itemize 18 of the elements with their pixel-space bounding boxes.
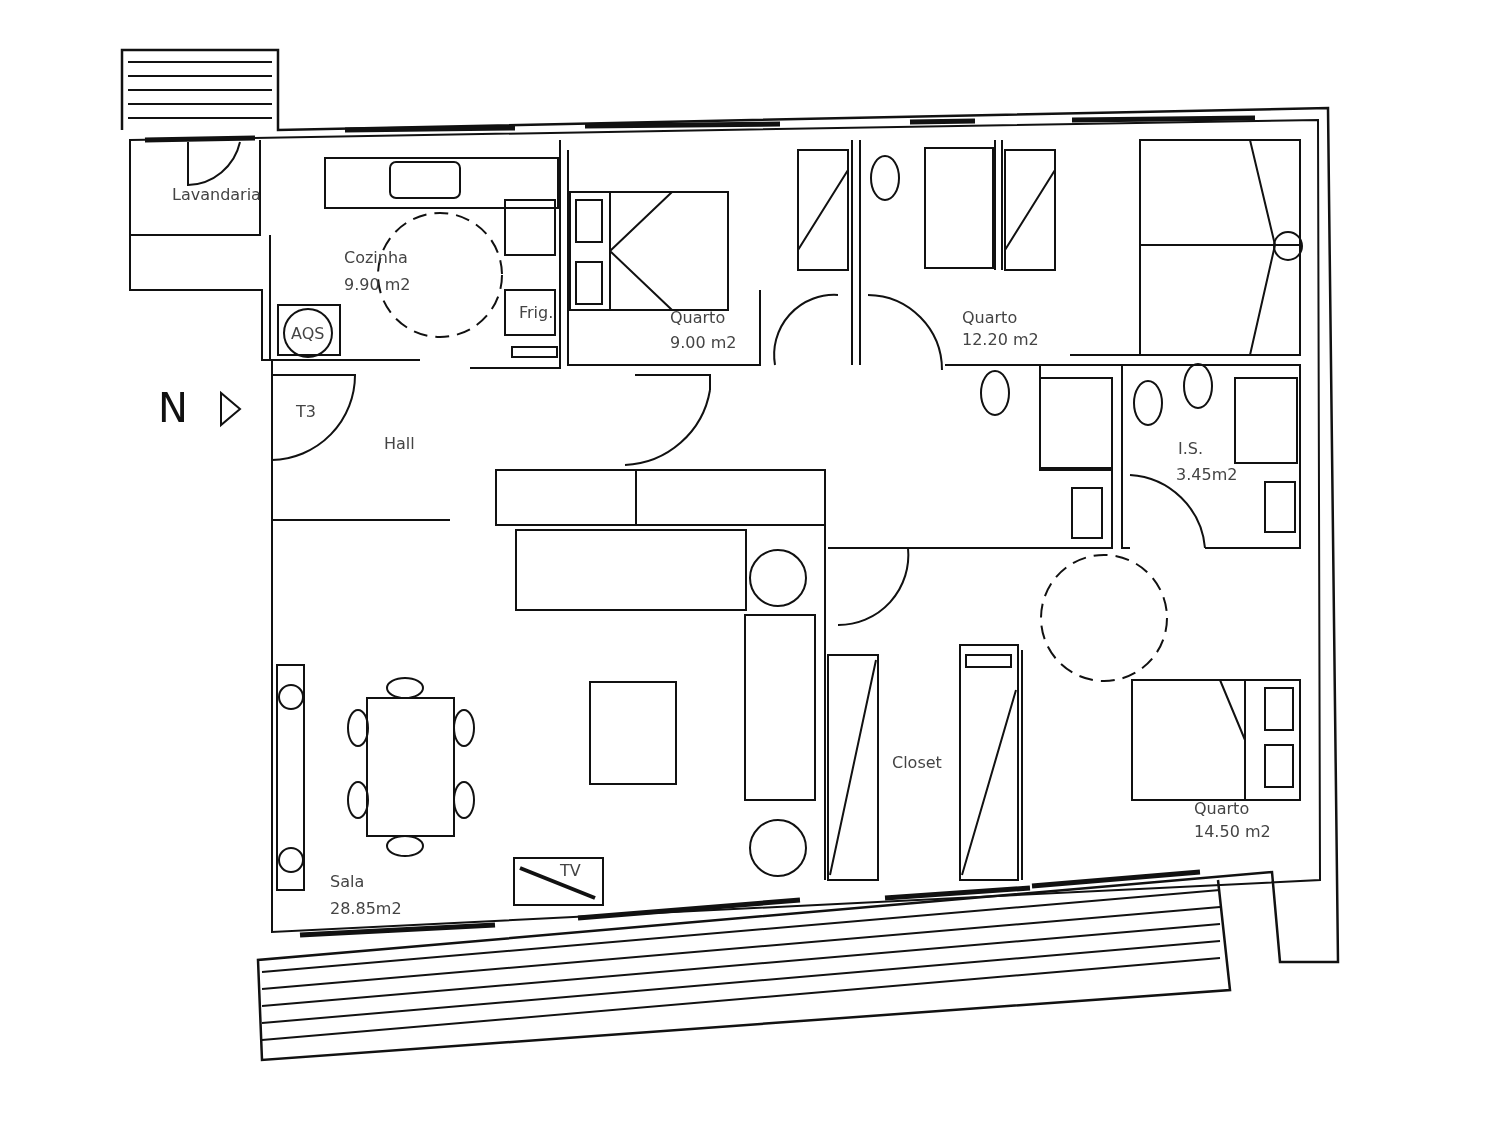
area-label: 9.00 m2 <box>670 334 737 352</box>
area-label: 12.20 m2 <box>962 331 1039 349</box>
appliance-label: Frig. <box>519 304 554 322</box>
room-name: Cozinha <box>344 249 408 267</box>
room-name: Quarto <box>962 309 1018 327</box>
apartment-type-label: T3 <box>296 403 316 421</box>
room-name: Quarto <box>1194 800 1250 818</box>
room-name: Closet <box>892 754 942 772</box>
room-name: Hall <box>384 435 415 453</box>
room-name: Sala <box>330 873 365 891</box>
area-label: 28.85m2 <box>330 900 402 918</box>
appliance-label: TV <box>560 862 581 880</box>
area-label: 14.50 m2 <box>1194 823 1271 841</box>
room-name: Quarto <box>670 309 726 327</box>
north-label: N <box>158 386 188 430</box>
area-label: 3.45m2 <box>1176 466 1238 484</box>
appliance-label: AQS <box>291 325 325 343</box>
room-name: I.S. <box>1178 440 1204 458</box>
